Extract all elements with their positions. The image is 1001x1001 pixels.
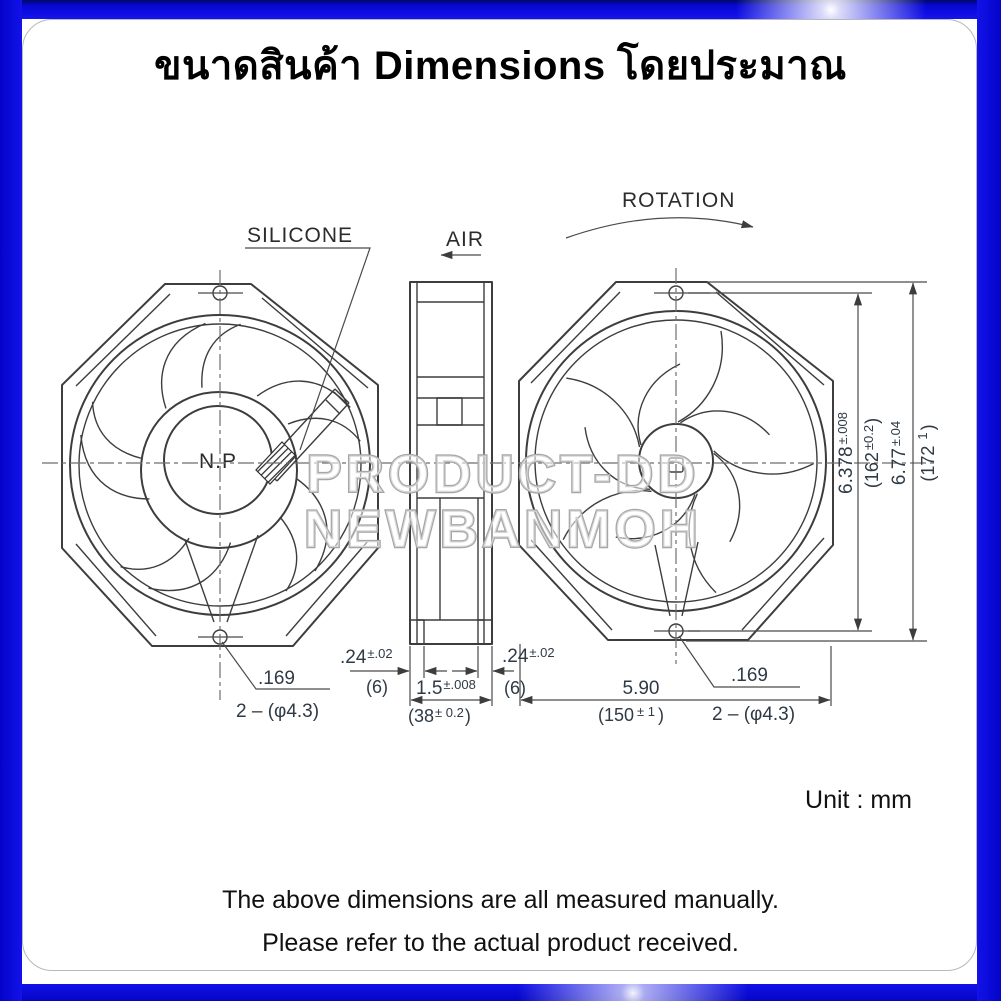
side-foot-right bbox=[477, 619, 493, 645]
rotation-label: ROTATION bbox=[622, 189, 735, 212]
content-panel bbox=[22, 19, 977, 971]
front-hub-outer bbox=[140, 391, 298, 549]
unit-label: Unit : mm bbox=[805, 786, 912, 814]
page-title: ขนาดสินค้า Dimensions โดยประมาณ bbox=[154, 44, 847, 88]
silicone-leader bbox=[245, 247, 371, 451]
dim-frame-mm: (1721) bbox=[915, 424, 938, 481]
vertical-dimensions: 6.378±.008 (162±0.2) 6.77±.04 (1721) bbox=[686, 281, 938, 642]
side-motor-block bbox=[417, 301, 484, 426]
dim-depth-mm: (38± 0.2) bbox=[408, 705, 471, 726]
frame-band-bottom bbox=[0, 984, 1001, 1001]
dim-depth-in: 1.5±.008 bbox=[416, 677, 476, 699]
note-refer-actual: Please refer to the actual product recei… bbox=[262, 929, 739, 957]
hole-right-in: .169 bbox=[731, 665, 768, 686]
dim-flange-right-in: .24±.02 bbox=[502, 645, 555, 667]
rear-frame-octagon bbox=[518, 281, 834, 641]
fan-rear-view bbox=[518, 268, 834, 664]
watermark: PRODUCT-DD NEWBANMOH bbox=[303, 444, 702, 560]
rotation-arrow bbox=[565, 217, 754, 239]
front-strut bbox=[184, 534, 259, 623]
bottom-ext-lines bbox=[409, 644, 832, 706]
hub-label: N.P bbox=[199, 450, 237, 473]
hole-left-in: .169 bbox=[258, 668, 295, 689]
dim-height-in: 6.378±.008 bbox=[835, 412, 857, 494]
hole-left-leader bbox=[221, 641, 330, 690]
air-label: AIR bbox=[446, 228, 484, 251]
frame-band-top bbox=[0, 0, 1001, 19]
dim-frame-in: 6.77±.04 bbox=[888, 421, 910, 485]
side-terminal bbox=[436, 397, 463, 426]
fan-front-view: N.P bbox=[61, 270, 379, 700]
dim-width-mm: (150± 1) bbox=[598, 704, 664, 725]
frame-band-left bbox=[0, 0, 22, 1001]
frame-band-right bbox=[977, 0, 1001, 1001]
watermark-line2: NEWBANMOH bbox=[304, 500, 702, 559]
dim-flange-left-in: .24±.02 bbox=[340, 646, 393, 668]
side-foot-left bbox=[409, 619, 425, 645]
rear-corner-accents bbox=[530, 291, 825, 631]
watermark-line1: PRODUCT-DD bbox=[306, 445, 699, 504]
dim-width-in: 5.90 bbox=[623, 678, 660, 699]
dim-flange-right-mm: (6) bbox=[504, 678, 526, 698]
front-frame-octagon bbox=[61, 283, 379, 647]
note-measured-manually: The above dimensions are all measured ma… bbox=[222, 886, 779, 914]
dim-flange-left-mm: (6) bbox=[366, 677, 388, 697]
dim-height-mm: (162±0.2) bbox=[861, 418, 882, 488]
hole-left-note: 2 – (φ4.3) bbox=[236, 701, 319, 722]
hole-callouts: .169 2 – (φ4.3) .169 2 – (φ4.3) bbox=[221, 635, 800, 725]
hole-right-leader bbox=[678, 635, 800, 688]
side-lower-section bbox=[417, 497, 484, 621]
annotation-labels: SILICONE AIR ROTATION bbox=[245, 189, 754, 451]
rear-blades bbox=[562, 330, 814, 594]
front-corner-accents bbox=[75, 293, 369, 637]
rear-strut bbox=[654, 541, 699, 617]
front-blades bbox=[80, 322, 361, 592]
bottom-dimensions: .24±.02 (6) 1.5±.008 (38± 0.2) .24±.02 (… bbox=[340, 644, 832, 726]
silicone-label: SILICONE bbox=[247, 224, 353, 247]
hole-right-note: 2 – (φ4.3) bbox=[712, 704, 795, 725]
